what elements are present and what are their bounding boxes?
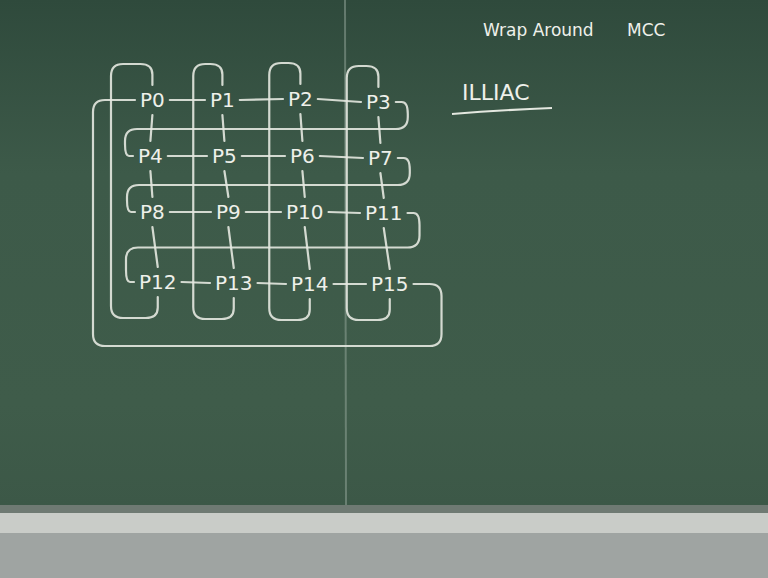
link-line (125, 102, 408, 156)
link-line (246, 211, 281, 213)
heading-note: MCC (627, 20, 665, 40)
processor-node: P14 (288, 270, 332, 298)
chalk-ledge (0, 513, 768, 533)
board-frame (0, 505, 768, 513)
processor-name: P2 (288, 87, 313, 111)
processor-node: P9 (213, 198, 244, 226)
link-line (318, 99, 361, 102)
link-line (170, 211, 211, 213)
processor-node: P3 (363, 88, 394, 116)
processor-name: P4 (138, 144, 163, 168)
processor-node: P1 (207, 86, 238, 114)
wall (0, 533, 768, 578)
processor-name: P1 (210, 88, 235, 112)
link-line (320, 156, 363, 158)
processor-node: P5 (209, 142, 240, 170)
underline (452, 108, 552, 114)
link-line (240, 99, 283, 100)
link-line (300, 114, 302, 141)
machine-name: ILLIAC (462, 80, 530, 105)
processor-node: P11 (362, 199, 406, 227)
processor-node: P0 (137, 86, 168, 114)
processor-name: P13 (215, 271, 253, 295)
processor-name: P14 (291, 272, 329, 296)
processor-node: P13 (212, 269, 256, 297)
processor-name: P3 (366, 90, 391, 114)
link-line (168, 155, 207, 157)
processor-name: P0 (140, 88, 165, 112)
processor-node: P10 (283, 198, 327, 226)
processor-name: P15 (371, 272, 409, 296)
processor-name: P12 (139, 270, 177, 294)
processor-node: P15 (368, 270, 412, 298)
processor-name: P8 (140, 200, 165, 224)
processor-node: P4 (135, 142, 166, 170)
processor-node: P2 (285, 85, 316, 113)
link-line (334, 283, 366, 285)
link-line (258, 283, 286, 284)
processor-name: P11 (365, 201, 403, 225)
processor-node: P7 (365, 144, 396, 172)
processor-node: P12 (136, 268, 180, 296)
processor-name: P10 (286, 200, 324, 224)
link-line (329, 212, 360, 213)
heading-note: Wrap Around (483, 20, 594, 40)
processor-node: P8 (137, 198, 168, 226)
processor-name: P7 (368, 146, 393, 170)
processor-node: P6 (287, 142, 318, 170)
link-line (242, 155, 285, 157)
processor-name: P5 (212, 144, 237, 168)
processor-name: P9 (216, 200, 241, 224)
processor-name: P6 (290, 144, 315, 168)
link-line (182, 282, 210, 283)
link-line (170, 99, 205, 101)
